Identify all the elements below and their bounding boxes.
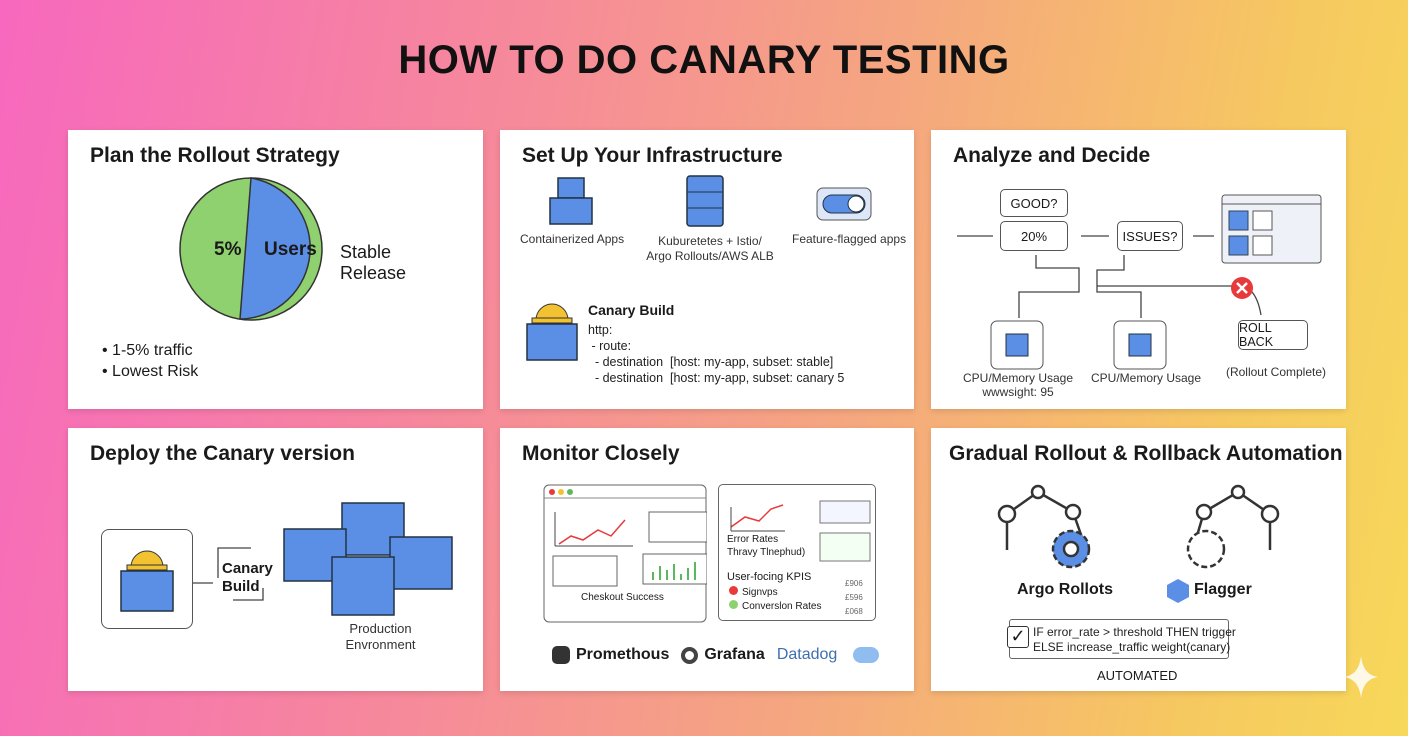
pie-chart xyxy=(179,177,323,321)
deploy-arrows xyxy=(193,547,264,601)
dashboard-window-1 xyxy=(543,484,707,623)
card-deploy: Deploy the Canary version Canary Build P… xyxy=(68,428,483,691)
card-plan: Plan the Rollout Strategy 5% Users Stabl… xyxy=(68,130,483,409)
card-title: Set Up Your Infrastructure xyxy=(522,144,783,167)
dashboard-window-2: Error Rates Thravy Tlnephud) User-focing… xyxy=(718,484,876,621)
kpi-value: £596 xyxy=(845,593,863,602)
cpu-icon xyxy=(990,320,1044,370)
kpis-label: User-focing KPIS xyxy=(727,571,812,583)
threshold-label: Thravy Tlnephud) xyxy=(727,547,806,558)
card-monitor: Monitor Closely Cheskout Success Error R… xyxy=(500,428,914,691)
red-dot-icon xyxy=(729,586,738,595)
bullet: Lowest Risk xyxy=(112,363,199,380)
infra-item: Containerized Apps xyxy=(520,232,625,246)
card-analyze: Analyze and Decide GOOD? 20% ISSUES? CPU… xyxy=(931,130,1346,409)
good-box: GOOD? xyxy=(1000,189,1068,217)
argo-rollouts-label: Argo Rollots xyxy=(1017,581,1113,598)
canary-build-label: Canary Build xyxy=(222,560,273,595)
rollback-box: ROLL BACK xyxy=(1238,320,1308,350)
kpi-values: £906 £596 £068 xyxy=(845,577,863,619)
card-infra: Set Up Your Infrastructure Containerized… xyxy=(500,130,914,409)
automation-rule: IF error_rate > threshold THEN trigger E… xyxy=(1033,625,1236,654)
checkbox-icon: ✓ xyxy=(1007,626,1029,648)
stable-release-label: Stable Release xyxy=(340,242,407,283)
robot-arm-gear-icon xyxy=(997,484,1091,569)
pie-label-users: Users xyxy=(264,239,317,260)
prometheus-icon xyxy=(552,646,570,664)
card-gradual: Gradual Rollout & Rollback Automation Ar… xyxy=(931,428,1346,691)
card-title: Plan the Rollout Strategy xyxy=(90,144,340,167)
canary-container-icon xyxy=(120,550,174,612)
canary-build-icon xyxy=(526,303,578,361)
signups-row: Signvps xyxy=(729,586,778,598)
bullet-list: • 1-5% traffic • Lowest Risk xyxy=(102,342,199,380)
rollout-complete-label: (Rollout Complete) xyxy=(1225,365,1327,379)
prometheus-label: Promethous xyxy=(576,646,670,663)
server-icon xyxy=(686,175,724,227)
container-icon xyxy=(549,177,593,225)
percent-box: 20% xyxy=(1000,221,1068,251)
kpi-value: £906 xyxy=(845,579,863,588)
canary-frame xyxy=(101,529,193,629)
dashboard-icon xyxy=(1221,194,1322,264)
checkout-success-label: Cheskout Success xyxy=(581,592,664,603)
card-title: Deploy the Canary version xyxy=(90,442,355,465)
issues-box: ISSUES? xyxy=(1117,221,1183,251)
infra-item: Kuburetetes + Istio/ Argo Rollouts/AWS A… xyxy=(646,234,774,263)
conversion-label: Converslon Rates xyxy=(742,601,822,612)
signups-label: Signvps xyxy=(742,587,778,598)
flagger-label: Flagger xyxy=(1194,581,1252,598)
memory-icon xyxy=(1113,320,1167,370)
datadog-label: Datadog xyxy=(776,646,838,663)
conversion-row: Converslon Rates xyxy=(729,600,821,612)
canary-build-title: Canary Build xyxy=(588,302,675,318)
kpi-value: £068 xyxy=(845,607,863,616)
production-label: Production Envronment xyxy=(345,621,416,652)
tool-logos: Promethous Grafana Datadog xyxy=(552,646,880,664)
grafana-label: Grafana xyxy=(704,646,765,663)
route-config: http: - route: - destination [host: my-a… xyxy=(588,323,845,385)
card-title: Analyze and Decide xyxy=(953,144,1151,167)
toggle-icon xyxy=(816,187,872,221)
error-x-icon xyxy=(1231,277,1253,299)
sparkle-icon xyxy=(1344,656,1378,698)
cpu-label: CPU/Memory Usage wwwsight: 95 xyxy=(962,371,1074,399)
grafana-icon xyxy=(681,646,699,664)
memory-label: CPU/Memory Usage xyxy=(1090,371,1202,385)
infra-item: Feature-flagged apps xyxy=(792,232,907,246)
error-rates-label: Error Rates xyxy=(727,534,779,545)
pie-label-canary: 5% xyxy=(214,239,242,260)
error-chart-icon xyxy=(730,500,871,562)
automated-label: AUTOMATED xyxy=(1097,668,1178,683)
card-title: Gradual Rollout & Rollback Automation xyxy=(949,442,1343,465)
production-containers-icon xyxy=(283,502,453,616)
bullet: 1-5% traffic xyxy=(112,342,193,359)
flagger-icon xyxy=(1167,579,1189,603)
page-title: HOW TO DO CANARY TESTING xyxy=(398,38,1010,82)
card-title: Monitor Closely xyxy=(522,442,680,465)
green-dot-icon xyxy=(729,600,738,609)
cloud-icon xyxy=(853,647,880,663)
robot-arm-gear-icon-2 xyxy=(1186,484,1280,569)
